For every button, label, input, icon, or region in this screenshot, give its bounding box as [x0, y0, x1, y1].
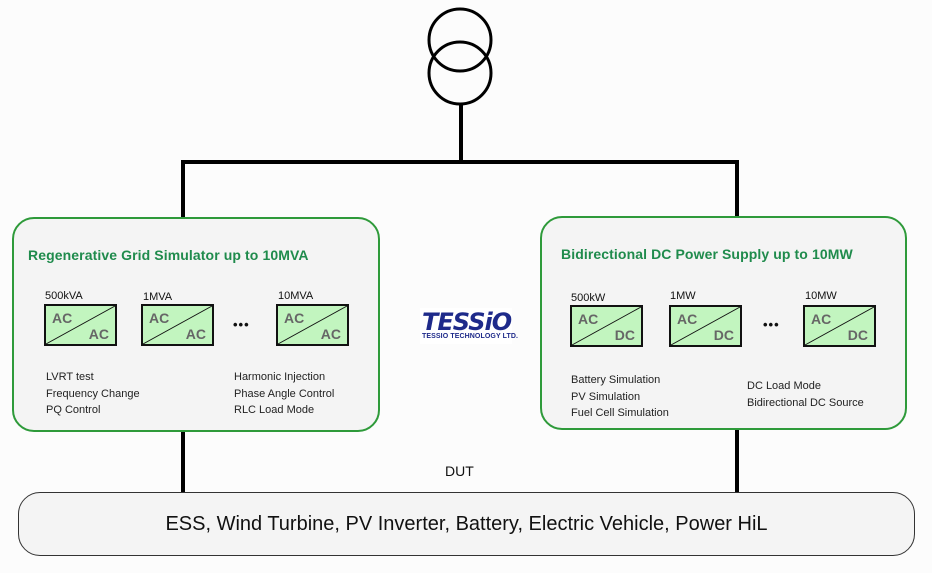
- feature-item: Phase Angle Control: [234, 387, 335, 400]
- feature-item: LVRT test: [46, 371, 94, 383]
- feature-item: DC Load Mode: [747, 380, 821, 392]
- ac-dc-converter: AC DC: [570, 305, 643, 347]
- ac-ac-converter: AC AC: [44, 304, 117, 346]
- converter-diagonal-icon: [46, 306, 115, 344]
- left-dut-wire: [181, 430, 185, 493]
- converter-output: AC: [88, 326, 109, 342]
- transformer-icon: [427, 7, 493, 106]
- ac-dc-converter: AC DC: [803, 305, 876, 347]
- busbar-wire: [181, 160, 739, 164]
- feature-item: Harmonic Injection: [234, 371, 326, 383]
- logo-wordmark: TESSiO: [422, 308, 512, 336]
- converter-rating: 500kVA: [45, 290, 83, 302]
- feature-item: PQ Control: [46, 404, 101, 416]
- converter-output: AC: [320, 326, 341, 342]
- converter-input: AC: [52, 310, 73, 326]
- converter-output: DC: [614, 327, 635, 343]
- feature-item: RLC Load Mode: [234, 404, 315, 416]
- feature-item: Bidirectional DC Source: [747, 396, 864, 409]
- transformer-feeder-wire: [459, 104, 463, 162]
- converter-rating: 500kW: [571, 292, 606, 304]
- grid-simulator-title: Regenerative Grid Simulator up to 10MVA: [28, 247, 309, 263]
- feature-item: PV Simulation: [571, 390, 641, 403]
- converter-output: AC: [185, 326, 206, 342]
- logo-company-name: TESSIO TECHNOLOGY LTD.: [422, 333, 519, 340]
- converter-diagonal-icon: [805, 307, 874, 345]
- converter-output: DC: [847, 327, 868, 343]
- converter-rating: 1MW: [670, 290, 696, 302]
- feature-item: Fuel Cell Simulation: [571, 407, 669, 419]
- more-converters-ellipsis: •••: [763, 317, 780, 332]
- converter-rating: 10MW: [805, 290, 837, 302]
- grid-simulator-panel: Regenerative Grid Simulator up to 10MVA …: [12, 217, 380, 432]
- converter-rating: 10MVA: [278, 290, 314, 302]
- ac-ac-converter: AC AC: [276, 304, 349, 346]
- converter-input: AC: [811, 311, 832, 327]
- converter-input: AC: [677, 311, 698, 327]
- dut-label: DUT: [445, 463, 474, 479]
- converter-diagonal-icon: [671, 307, 740, 345]
- right-drop-wire: [735, 160, 739, 218]
- right-dut-wire: [735, 428, 739, 493]
- dut-box: ESS, Wind Turbine, PV Inverter, Battery,…: [18, 492, 915, 556]
- converter-rating: 1MVA: [143, 291, 173, 303]
- feature-list-right: Harmonic Injection Phase Angle Control R…: [234, 369, 334, 419]
- converter-diagonal-icon: [572, 307, 641, 345]
- dc-power-supply-panel: Bidirectional DC Power Supply up to 10MW…: [540, 216, 907, 430]
- feature-list-left: Battery Simulation PV Simulation Fuel Ce…: [571, 372, 669, 422]
- more-converters-ellipsis: •••: [233, 317, 250, 332]
- feature-item: Battery Simulation: [571, 374, 661, 386]
- dut-devices: ESS, Wind Turbine, PV Inverter, Battery,…: [165, 512, 768, 535]
- converter-diagonal-icon: [143, 306, 212, 344]
- ac-dc-converter: AC DC: [669, 305, 742, 347]
- dc-power-supply-title: Bidirectional DC Power Supply up to 10MW: [561, 246, 853, 262]
- converter-input: AC: [578, 311, 599, 327]
- converter-input: AC: [149, 310, 170, 326]
- feature-item: Frequency Change: [46, 387, 140, 400]
- left-drop-wire: [181, 160, 185, 218]
- converter-output: DC: [713, 327, 734, 343]
- converter-diagonal-icon: [278, 306, 347, 344]
- tessio-logo: TESSiO TESSIO TECHNOLOGY LTD.: [420, 308, 518, 344]
- ac-ac-converter: AC AC: [141, 304, 214, 346]
- converter-input: AC: [284, 310, 305, 326]
- feature-list-right: DC Load Mode Bidirectional DC Source: [747, 378, 864, 411]
- feature-list-left: LVRT test Frequency Change PQ Control: [46, 369, 140, 419]
